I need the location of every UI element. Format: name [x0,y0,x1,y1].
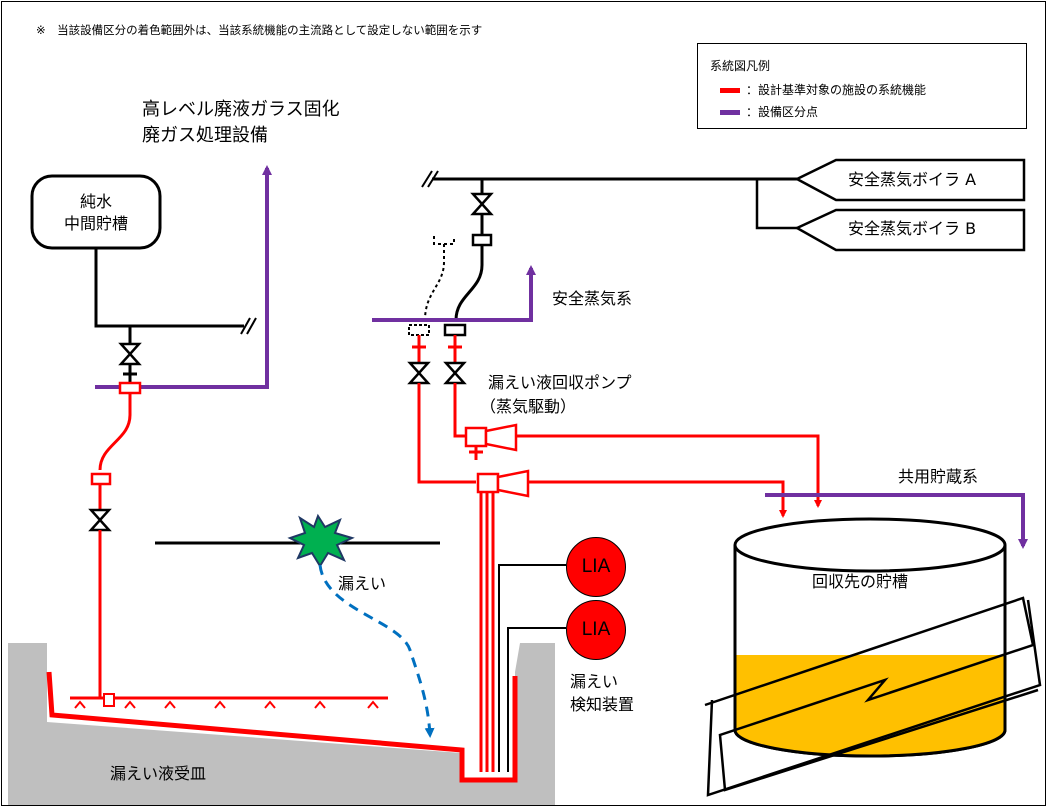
leak-label: 漏えい [338,574,387,593]
boiler-b-label: 安全蒸気ボイラ B [848,219,977,238]
leak-burst [287,513,355,568]
offgas-boundary-line [95,165,272,389]
boiler-a [794,158,1026,202]
common-storage-label: 共用貯蔵系 [898,467,979,486]
boiler-a-label: 安全蒸気ボイラ A [848,170,977,189]
legend-swatch-purple [720,110,740,115]
steam-boundary-line [372,265,536,322]
legend-box: 系統図凡例 ：設計基準対象の施設の系統機能 ：設備区分点 [697,43,1027,129]
legend-item-boundary: ：設備区分点 [720,103,818,120]
receiving-tank-label: 回収先の貯槽 [812,572,909,591]
drip-tray-liner [46,671,518,783]
pump-label-line1: 漏えい液回収ポンプ [488,373,632,392]
drip-tray [8,643,555,805]
pure-water-tank [30,174,162,250]
tank-lightning-outline [704,596,1039,792]
leak-arrow [318,564,435,738]
offgas-label-line1: 高レベル廃液ガラス固化 [142,99,340,120]
legend-label-system: ：設計基準対象の施設の系統機能 [746,83,927,97]
spray-nozzles [74,700,379,709]
scope-note: ※ 当該設備区分の着色範囲外は、当該系統機能の主流路として設定しない範囲を示す [36,23,483,37]
safety-steam-label: 安全蒸気系 [552,289,633,308]
detector-label-line2: 検知装置 [570,695,635,714]
common-storage-line [765,493,1028,549]
pure-tank-label-line2: 中間貯槽 [63,214,128,233]
legend-item-system: ：設計基準対象の施設の系統機能 [720,81,926,98]
detector-label-line1: 漏えい [570,672,619,691]
pure-tank-label-line1: 純水 [79,192,112,211]
offgas-label-line2: 廃ガス処理設備 [142,125,268,146]
legend-label-boundary: ：設備区分点 [746,105,819,119]
lia-instrument-2: LIA [566,600,626,660]
legend-title: 系統図凡例 [710,59,771,73]
pump-label-line2: （蒸気駆動） [480,397,577,416]
tank-liquid [736,655,1004,755]
pump-2 [476,472,500,494]
drip-tray-label: 漏えい液受皿 [110,764,207,783]
boiler-b [794,208,1026,252]
lia-instrument-1: LIA [566,537,626,597]
legend-swatch-red [720,88,740,93]
pump-1 [464,426,488,448]
